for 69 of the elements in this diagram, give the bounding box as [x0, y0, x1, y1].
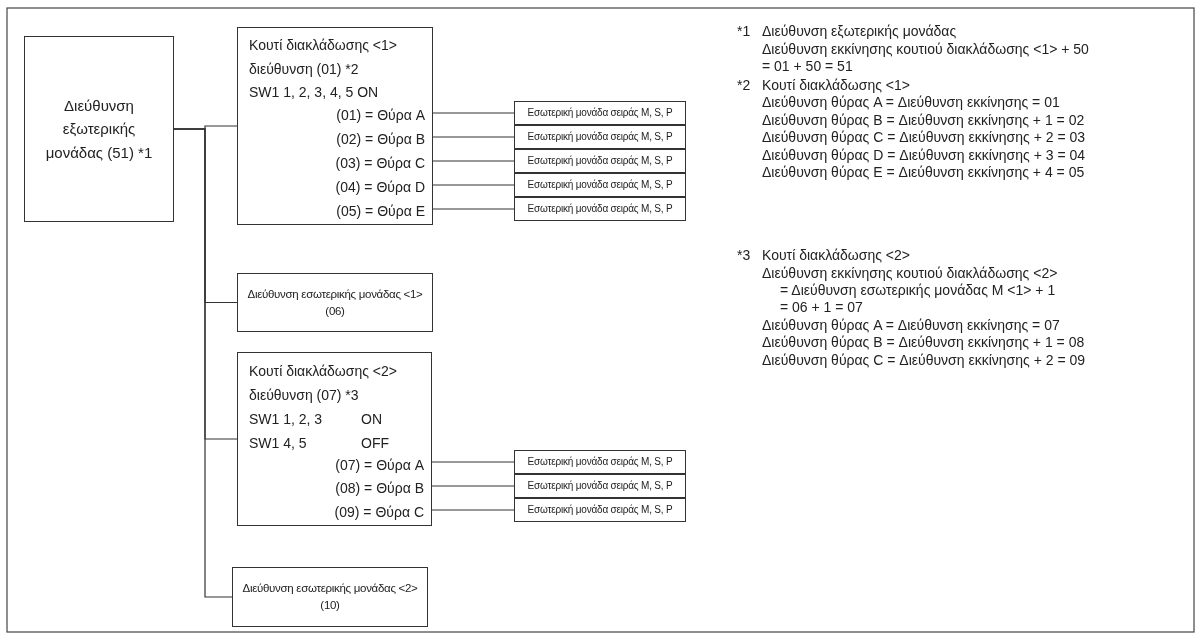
note-text: *3 — [737, 246, 751, 264]
note-text: Διεύθυνση εκκίνησης κουτιού διακλάδωσης <2> — [762, 264, 1058, 282]
branch-box — [237, 352, 432, 526]
box-text: Εσωτερική μονάδα σειράς M, S, P — [526, 454, 674, 469]
note-text: Διεύθυνση θύρας A = Διεύθυνση εκκίνησης = 07 — [762, 316, 1060, 334]
box-text: SW1 4, 5 — [249, 434, 307, 452]
box-text: Διεύθυνση εσωτερικής μονάδας <1> (06) — [246, 286, 424, 319]
unit-box — [237, 273, 433, 332]
box-text: διεύθυνση (07) *3 — [249, 386, 359, 404]
note-text: Κουτί διακλάδωσης <1> — [762, 76, 910, 94]
box-text: Εσωτερική μονάδα σειράς M, S, P — [526, 153, 674, 168]
box-text: (04) = Θύρα D — [335, 178, 425, 196]
box-text: ON — [361, 410, 382, 428]
note-text: Διεύθυνση θύρας E = Διεύθυνση εκκίνησης + 4 = 05 — [762, 163, 1085, 181]
connector-line — [432, 184, 515, 186]
connector-line — [432, 208, 515, 210]
unit-box — [232, 567, 428, 627]
box-text: Εσωτερική μονάδα σειράς M, S, P — [526, 129, 674, 144]
connector-line — [432, 160, 515, 162]
box-text: Εσωτερική μονάδα σειράς M, S, P — [526, 502, 674, 517]
unit-box — [514, 498, 686, 522]
box-text: Διεύθυνση εσωτερικής μονάδας <2> (10) — [241, 581, 419, 613]
connector-line — [432, 112, 515, 114]
unit-box — [514, 197, 686, 221]
note-text: *2 — [737, 76, 751, 94]
note-text: = 01 + 50 = 51 — [762, 57, 853, 75]
branch-box — [237, 27, 433, 225]
unit-box — [514, 149, 686, 173]
connector-line — [431, 509, 515, 511]
box-text: Κουτί διακλάδωσης <1> — [249, 36, 397, 54]
connector-line — [431, 485, 515, 487]
note-text: Διεύθυνση θύρας C = Διεύθυνση εκκίνησης + 2 = 09 — [762, 351, 1086, 369]
box-text: SW1 1, 2, 3 — [249, 410, 323, 428]
box-text: Διεύθυνση εξωτερικής μονάδας (51) *1 — [44, 96, 154, 163]
note-text: Διεύθυνση εξωτερικής μονάδας — [762, 22, 957, 40]
unit-box — [514, 125, 686, 149]
note-text: Διεύθυνση θύρας C = Διεύθυνση εκκίνησης + 2 = 03 — [762, 128, 1086, 146]
box-text: (07) = Θύρα A — [335, 456, 424, 474]
box-text: Εσωτερική μονάδα σειράς M, S, P — [526, 105, 674, 120]
box-text: SW1 1, 2, 3, 4, 5 ON — [249, 83, 379, 101]
note-text: Κουτί διακλάδωσης <2> — [762, 246, 910, 264]
unit-box — [514, 173, 686, 197]
note-text: = 06 + 1 = 07 — [780, 298, 863, 316]
connector-line — [432, 136, 515, 138]
note-text: = Διεύθυνση εσωτερικής μονάδας M <1> + 1 — [780, 281, 1056, 299]
note-text: Διεύθυνση θύρας B = Διεύθυνση εκκίνησης + 1 = 02 — [762, 111, 1085, 129]
unit-box — [514, 474, 686, 498]
box-text: (05) = Θύρα E — [336, 202, 425, 220]
unit-box — [24, 36, 174, 222]
note-text: *1 — [737, 22, 751, 40]
unit-box — [514, 450, 686, 474]
box-text: (03) = Θύρα C — [335, 154, 425, 172]
box-text: (08) = Θύρα B — [335, 479, 424, 497]
box-text: (01) = Θύρα A — [336, 106, 425, 124]
connector-line — [173, 128, 233, 598]
note-text: Διεύθυνση θύρας B = Διεύθυνση εκκίνησης + 1 = 08 — [762, 333, 1085, 351]
note-text: Διεύθυνση εκκίνησης κουτιού διακλάδωσης <1> + 50 — [762, 40, 1089, 58]
box-text: διεύθυνση (01) *2 — [249, 60, 359, 78]
box-text: (09) = Θύρα C — [334, 503, 424, 521]
unit-box — [514, 101, 686, 125]
note-text: Διεύθυνση θύρας A = Διεύθυνση εκκίνησης = 01 — [762, 93, 1060, 111]
box-text: (02) = Θύρα B — [336, 130, 425, 148]
note-text: Διεύθυνση θύρας D = Διεύθυνση εκκίνησης + 3 = 04 — [762, 146, 1086, 164]
box-text: Εσωτερική μονάδα σειράς M, S, P — [526, 478, 674, 493]
box-text: OFF — [361, 434, 389, 452]
box-text: Κουτί διακλάδωσης <2> — [249, 362, 397, 380]
box-text: Εσωτερική μονάδα σειράς M, S, P — [526, 177, 674, 192]
box-text: Εσωτερική μονάδα σειράς M, S, P — [526, 201, 674, 216]
connector-line — [431, 461, 515, 463]
